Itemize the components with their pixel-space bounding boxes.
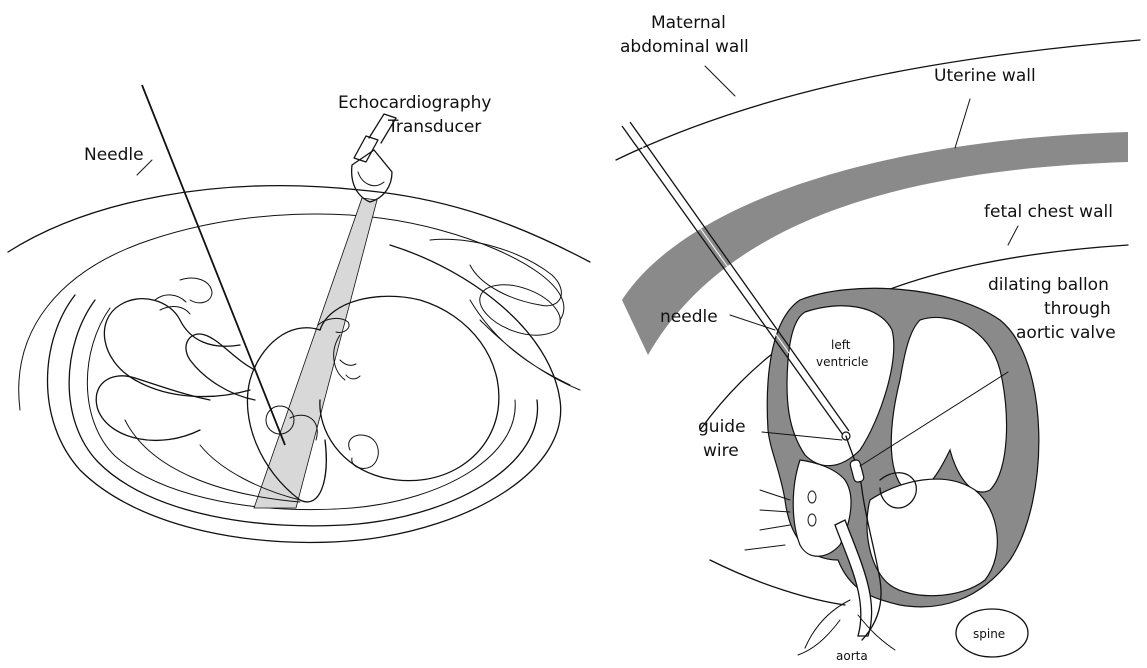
chest-wall-label-leader <box>1008 226 1018 245</box>
label-transducer-line2: Transducer <box>387 117 481 137</box>
maternal-abdomen-outline <box>8 186 590 262</box>
label-transducer-line1: Echocardiography <box>338 93 491 113</box>
vessel-extension <box>710 560 845 605</box>
label-maternal-line2: abdominal wall <box>620 37 749 57</box>
label-needle-right: needle <box>660 307 718 327</box>
label-needle: Needle <box>84 145 144 165</box>
label-fetal-chest-wall: fetal chest wall <box>984 202 1113 222</box>
label-left-ventricle-line2: ventricle <box>816 355 868 369</box>
label-guide-line1: guide <box>698 417 746 437</box>
right-panel-illustration <box>616 40 1140 657</box>
vessel-fan <box>745 490 790 550</box>
label-maternal-line1: Maternal <box>651 13 726 33</box>
ultrasound-beam <box>254 198 377 508</box>
label-spine: spine <box>973 627 1005 641</box>
label-aorta: aorta <box>836 649 868 663</box>
uterine-label-leader <box>955 99 970 148</box>
label-balloon-line2: through <box>1044 299 1111 319</box>
aorta-branches <box>798 600 895 655</box>
label-balloon-line3: aortic valve <box>1016 323 1116 343</box>
lower-right-chamber[interactable] <box>867 479 997 596</box>
label-uterine-wall: Uterine wall <box>934 66 1036 86</box>
label-guide-line2: wire <box>703 441 739 461</box>
label-left-ventricle-line1: left <box>831 338 851 352</box>
label-balloon-line1: dilating ballon <box>988 275 1109 295</box>
maternal-label-leader <box>705 66 735 96</box>
